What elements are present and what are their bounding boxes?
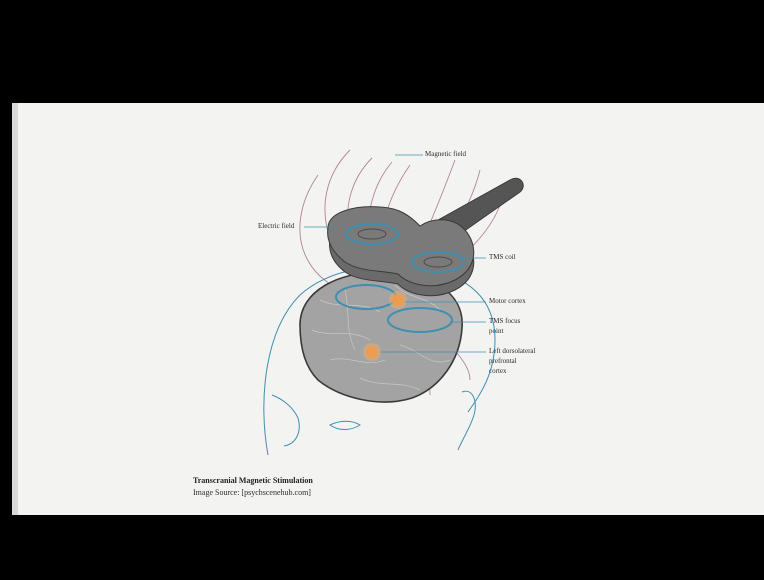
tms-focus-point-label-line1: TMS focus xyxy=(489,317,520,326)
electric-field-label: Electric field xyxy=(258,222,294,231)
dlpfc-label-line3: cortex xyxy=(489,367,507,376)
magnetic-field-label: Magnetic field xyxy=(425,150,466,159)
dlpfc-label-line1: Left dorsolateral xyxy=(489,347,535,356)
caption-title: Transcranial Magnetic Stimulation xyxy=(193,476,313,485)
caption-source: Image Source: [psychscenehub.com] xyxy=(193,488,311,497)
tms-coil-label: TMS coil xyxy=(489,253,516,262)
motor-cortex-label: Motor cortex xyxy=(489,297,526,306)
dlpfc-label-line2: prefrontal xyxy=(489,357,517,366)
tms-focus-point-label-line2: point xyxy=(489,327,503,336)
